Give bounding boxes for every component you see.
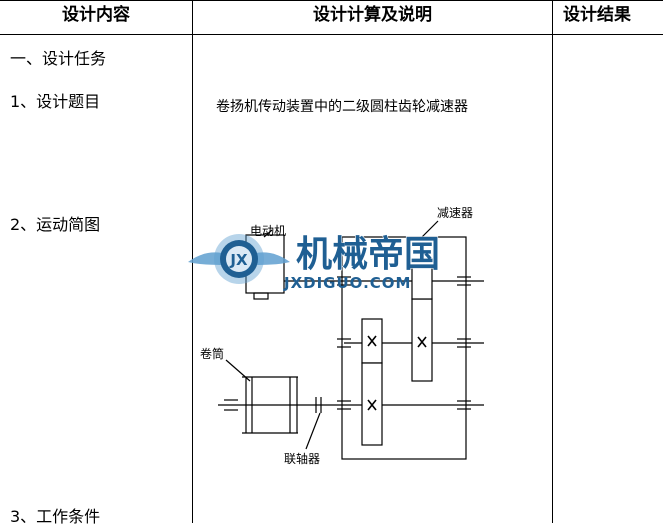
watermark-title: 机械帝国 (296, 234, 440, 275)
item-design-task: 一、设计任务 (10, 49, 107, 68)
label-reducer: 减速器 (437, 206, 473, 220)
watermark-gear-icon: JX (214, 234, 264, 284)
reducer-housing (341, 236, 467, 460)
watermark-badge: JX (229, 251, 248, 269)
item-design-title: 1、设计题目 (10, 92, 101, 111)
item-motion-diagram: 2、运动简图 (10, 215, 101, 234)
label-motor: 电动机 (250, 224, 286, 238)
motion-schematic: 电动机 减速器 卷筒 联轴器 (200, 206, 484, 466)
design-task-title: 卷扬机传动装置中的二级圆柱齿轮减速器 (216, 99, 468, 115)
site-watermark: JX 机械帝国 JXDIGUO.COM (188, 233, 441, 292)
watermark-domain: JXDIGUO.COM (283, 274, 411, 292)
label-drum: 卷筒 (200, 346, 224, 361)
table-top-border (0, 0, 663, 1)
header-bottom-border (0, 34, 663, 35)
header-design-result: 设计结果 (563, 5, 631, 25)
gear-right-upper (411, 298, 433, 382)
label-coupling: 联轴器 (284, 451, 320, 466)
header-design-content: 设计内容 (62, 5, 130, 25)
gear-right-small (411, 264, 433, 300)
motor-end-cap (253, 292, 269, 300)
column-divider-2 (552, 0, 553, 523)
item-working-conditions: 3、工作条件 (10, 507, 101, 526)
header-design-calc: 设计计算及说明 (313, 5, 432, 25)
